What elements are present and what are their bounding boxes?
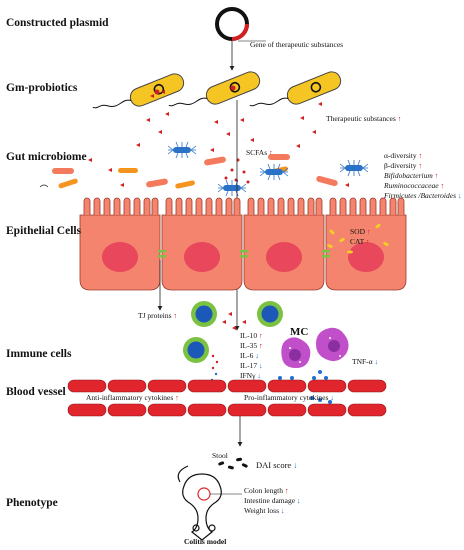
- sod-label: SOD ↑: [350, 227, 371, 236]
- probiotic-bacteria: [91, 68, 345, 124]
- stage-label-immune: Immune cells: [6, 348, 72, 360]
- weight-loss-label: Weight loss ↓: [244, 506, 285, 515]
- ifn-label: IFNγ ↓: [240, 371, 262, 380]
- beta-diversity-label: β-diversity ↑: [384, 161, 423, 170]
- il10-label: IL-10 ↑: [240, 331, 263, 340]
- ruminococcaceae-label: Ruminococcaceae ↑: [384, 181, 445, 190]
- tight-junctions: [158, 250, 330, 258]
- anti-inflammatory-label: Anti-inflammatory cytokines ↑: [86, 393, 179, 402]
- immune-cells: [183, 301, 283, 363]
- intestine-damage-label: Intestine damage ↓: [244, 496, 301, 505]
- colon-length-label: Colon length ↑: [244, 486, 289, 495]
- il17-label: IL-17 ↓: [240, 361, 263, 370]
- stage-label-microbiome: Gut microbiome: [6, 151, 87, 163]
- tnf-label: TNF-α ↓: [352, 357, 379, 366]
- alpha-diversity-label: α-diversity ↑: [384, 151, 423, 160]
- stool-dots: [218, 457, 248, 470]
- pro-inflammatory-label: Pro-inflammatory cytokines ↓: [244, 393, 334, 402]
- cytokine-dots-red: [211, 312, 246, 370]
- colitis-model-label: Colitis model: [184, 537, 227, 546]
- mouse-icon: [177, 465, 242, 541]
- plasmid-icon: [215, 7, 249, 41]
- stage-label-plasmid: Constructed plasmid: [6, 17, 109, 29]
- stage-label-phenotype: Phenotype: [6, 497, 58, 509]
- scfas-label: SCFAs ↑: [246, 148, 273, 157]
- cat-label: CAT ↑: [350, 237, 370, 246]
- mast-cells: [281, 327, 349, 368]
- bifidobacterium-label: Bifidobacterium ↑: [384, 171, 439, 180]
- blood-vessel: [67, 379, 387, 417]
- tj-proteins-label: TJ proteins ↑: [138, 311, 178, 320]
- microbiome-bacteria: [39, 141, 369, 197]
- il35-label: IL-35 ↑: [240, 341, 263, 350]
- firmicutes-label: Firmicutes /Bacteroides ↓: [384, 191, 462, 200]
- therapeutic-label: Therapeutic substances ↑: [326, 114, 402, 123]
- stage-label-blood: Blood vessel: [6, 386, 66, 398]
- stool-label: Stool: [212, 451, 228, 460]
- dai-score-label: DAI score ↓: [256, 460, 298, 470]
- antioxidant-dots: [327, 223, 389, 254]
- therapeutic-dots: [88, 85, 349, 187]
- mast-cell-label: MC: [290, 326, 309, 338]
- il6-label: IL-6 ↓: [240, 351, 259, 360]
- cytokine-dots-blue: [210, 370, 332, 404]
- stage-label-probiotics: Gm-probiotics: [6, 82, 78, 94]
- stage-label-epithelial: Epithelial Cells: [6, 225, 82, 237]
- gene-label: Gene of therapeutic substances: [250, 40, 344, 49]
